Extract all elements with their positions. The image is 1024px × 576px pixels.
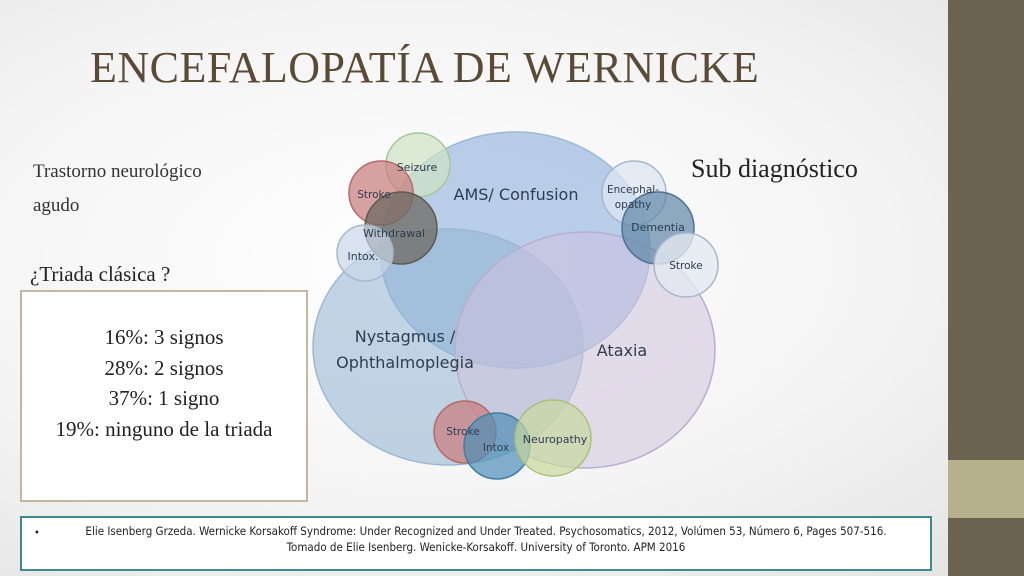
slide-title: ENCEFALOPATÍA DE WERNICKE (90, 43, 760, 92)
reference-box: • Elie Isenberg Grzeda. Wernicke Korsako… (20, 516, 932, 571)
stroke-top-label: Stroke (357, 189, 390, 201)
ataxia-label: Ataxia (597, 341, 647, 360)
stat-line-1: 16%: 3 signos (104, 325, 224, 349)
encephalopathy-label-1: Encephal- (607, 184, 659, 196)
band-accent-light (948, 460, 1024, 518)
bullet-icon: • (34, 526, 40, 539)
seizure-label: Seizure (397, 161, 438, 174)
stat-line-2: 28%: 2 signos (104, 355, 224, 380)
intox-left-label: Intox. (348, 250, 379, 263)
reference-line-2: Tomado de Elie Isenberg. Wenicke-Korsako… (286, 540, 686, 554)
band-accent-dark (948, 518, 1024, 576)
right-decorative-band (948, 0, 1024, 576)
encephalopathy-label-2: opathy (615, 199, 652, 211)
nystagmus-label-2: Ophthalmoplegia (336, 353, 474, 372)
intox-bottom-label: Intox (483, 442, 509, 454)
reference-line-1: Elie Isenberg Grzeda. Wernicke Korsakoff… (85, 524, 887, 538)
nystagmus-label-1: Nystagmus / (355, 327, 456, 346)
neuropathy-circle (514, 399, 592, 477)
description-line-2: agudo (33, 195, 80, 216)
description: Trastorno neurológico agudo (33, 155, 293, 223)
ataxia-circle (454, 231, 716, 469)
triad-question: ¿Triada clásica ? (30, 262, 171, 286)
withdrawal-label: Withdrawal (363, 227, 425, 240)
subdiagnosis-label: Sub diagnóstico (691, 154, 858, 183)
stroke-bottom-label: Stroke (446, 426, 479, 438)
stat-line-4: 19%: ninguno de la triada (55, 416, 273, 441)
description-line-1: Trastorno neurológico (33, 161, 202, 182)
intox-left-circle (336, 224, 394, 282)
ams-label: AMS/ Confusion (454, 185, 579, 204)
triad-stats-box: 16%: 3 signos 28%: 2 signos 37%: 1 signo… (20, 290, 308, 502)
stroke-right-label: Stroke (669, 260, 702, 272)
venn-diagram: AMS/ Confusion Nystagmus / Ophthalmopleg… (312, 131, 719, 480)
dementia-label: Dementia (631, 221, 685, 234)
stroke-right-circle (653, 232, 719, 298)
stat-line-3: 37%: 1 signo (108, 386, 220, 410)
neuropathy-label: Neuropathy (523, 433, 588, 446)
